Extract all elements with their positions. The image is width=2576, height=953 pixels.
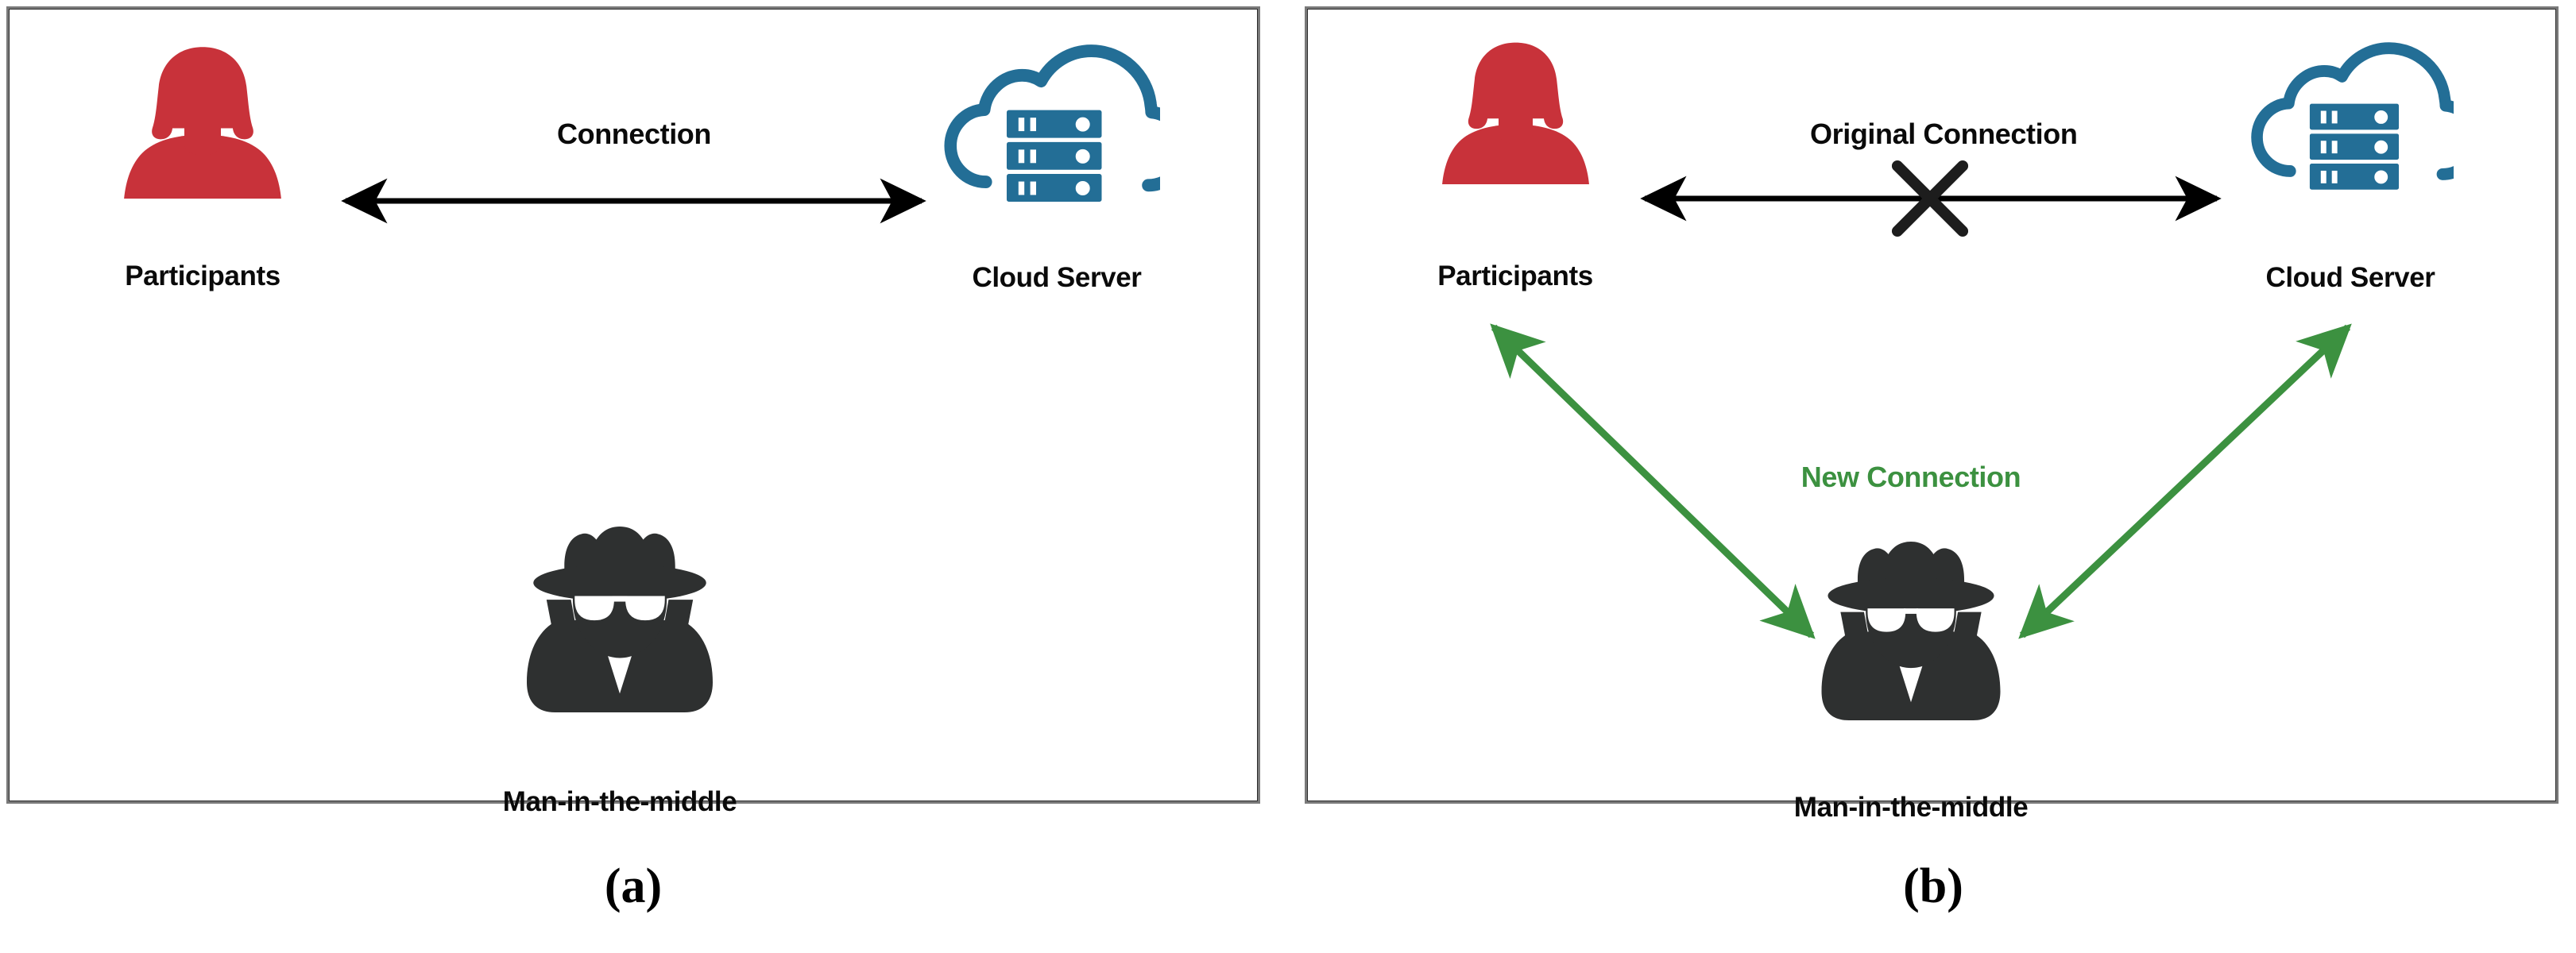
panel-b-man-in-the-middle-label: Man-in-the-middle (1793, 792, 2029, 823)
panel-b-participants-label: Participants (1437, 260, 1593, 291)
panel-b-original-connection-label: Original Connection (1810, 118, 2078, 150)
panel-b-caption: (b) (1903, 859, 1963, 913)
panel-b-new-connection-label: New Connection (1800, 461, 2021, 493)
panel-a-cloud-server-label: Cloud Server (972, 262, 1142, 293)
panel-a-connection-label: Connection (557, 118, 711, 150)
panel-a-man-in-the-middle-label: Man-in-the-middle (502, 786, 737, 817)
panel-a-participants-label: Participants (125, 260, 280, 291)
panel-b-cloud-server-label: Cloud Server (2265, 262, 2435, 293)
panel-a-caption: (a) (604, 859, 663, 913)
